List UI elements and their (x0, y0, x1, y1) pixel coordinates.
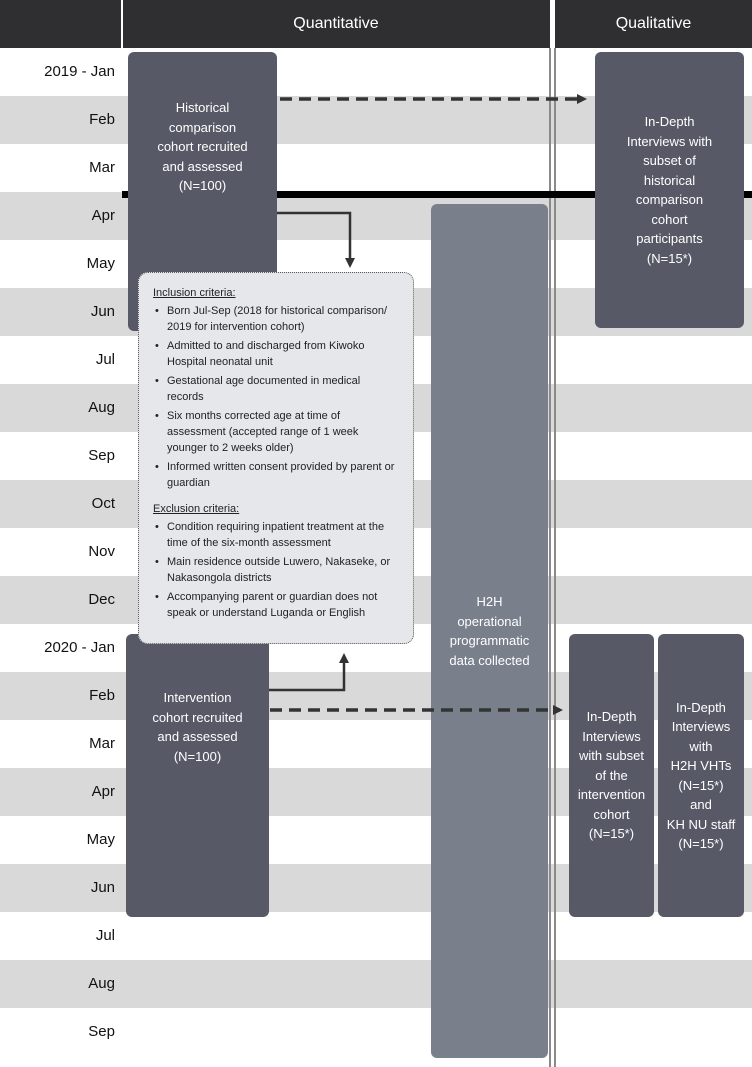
box-text-line: Interviews (582, 728, 641, 744)
header-separator-double (550, 0, 555, 48)
criteria-item: Informed written consent provided by par… (153, 459, 399, 491)
section-divider-right (554, 0, 556, 1067)
month-label: Dec (88, 591, 115, 608)
criteria-item: Gestational age documented in medical re… (153, 373, 399, 405)
month-label: Sep (88, 1023, 115, 1040)
quantitative-heading: Quantitative (293, 15, 379, 32)
box-text-line: historical (643, 172, 696, 188)
month-label: Jul (95, 351, 115, 368)
box-text-line: comparison (168, 119, 237, 135)
box-text-line: operational (457, 613, 522, 629)
criteria-item: Condition requiring inpatient treatment … (153, 519, 399, 551)
box-text-line: Interviews with (626, 133, 713, 149)
box-text-line: cohort recruited (157, 139, 248, 154)
box-text-line: cohort (651, 211, 688, 227)
box-text-line: In-Depth (586, 709, 637, 725)
box-text-line: and assessed (157, 729, 238, 744)
qualitative-heading: Qualitative (615, 15, 692, 32)
arrow-historical-to-criteria (277, 211, 355, 268)
box-text-line: H2H VHTs (670, 758, 732, 773)
month-row: Mar (0, 720, 752, 768)
month-row: Aug (0, 960, 752, 1008)
month-row: May (0, 240, 752, 288)
box-text-line: with (689, 738, 713, 754)
box-text-line: (N=15*) (678, 777, 724, 793)
box-text-line: and assessed (162, 158, 243, 174)
box-text-line: Intervention (163, 690, 232, 705)
exclusion-title: Exclusion criteria: (153, 503, 240, 515)
month-label: Jun (90, 879, 115, 896)
box-text-line: Interviews (671, 719, 731, 734)
month-row: Nov (0, 528, 752, 576)
month-label: 2020 - Jan (44, 639, 115, 656)
month-row: 2019 - Jan (0, 48, 752, 96)
criteria-item: Admitted to and discharged from Kiwoko H… (153, 338, 399, 370)
box-text-line: participants (636, 231, 703, 246)
month-label: Aug (88, 399, 115, 416)
month-label: May (86, 831, 115, 848)
box-text-line: In-Depth (644, 114, 695, 129)
month-label: Nov (88, 543, 115, 560)
month-label: Jul (95, 927, 115, 944)
month-label: Mar (89, 735, 115, 752)
section-divider-left (549, 0, 551, 1067)
box-text-line: (N=100) (173, 748, 222, 764)
exclusion-list: Condition requiring inpatient treatment … (153, 519, 399, 621)
box-text-line: (N=100) (178, 178, 227, 193)
box-text-line: (N=15*) (588, 826, 635, 842)
criteria-item: Main residence outside Luwero, Nakaseke,… (153, 554, 399, 586)
criteria-panel: Inclusion criteria: Born Jul-Sep (2018 f… (138, 272, 414, 644)
arrow-intervention-to-criteria (269, 653, 349, 692)
month-label: Jun (90, 303, 115, 320)
box-text-line: comparison (635, 192, 704, 207)
criteria-item: Accompanying parent or guardian does not… (153, 589, 399, 621)
month-label: 2019 - Jan (44, 63, 115, 80)
box-text-line: programmatic (449, 633, 530, 648)
intervention-cohort-box: Intervention cohort recruited and assessed… (126, 634, 269, 917)
box-text-line: KH NU staff (666, 816, 736, 832)
month-label: Mar (89, 159, 115, 176)
box-text-line: In-Depth (676, 699, 726, 715)
month-row: Sep (0, 432, 752, 480)
criteria-item: Six months corrected age at time of asse… (153, 408, 399, 456)
h2h-data-box: H2H operational programmatic data collected (431, 204, 548, 1058)
box-text-line: data collected (449, 652, 530, 668)
month-label: Sep (88, 447, 115, 464)
month-label: May (86, 255, 115, 272)
box-text-line: cohort recruited (152, 709, 243, 725)
month-label: Apr (91, 783, 115, 800)
inclusion-title: Inclusion criteria: (153, 287, 236, 299)
month-label: Apr (91, 207, 115, 224)
header-separator (121, 0, 123, 48)
box-text-line: and (690, 797, 712, 812)
phase-divider-line (122, 191, 752, 198)
header-bar: Quantitative Qualitative (0, 0, 752, 48)
month-label: Oct (91, 495, 115, 512)
month-row: 2020 - Jan (0, 624, 752, 672)
box-text-line: Historical (175, 100, 230, 115)
month-row: Jul (0, 336, 752, 384)
month-row: Jul (0, 912, 752, 960)
box-text-line: with subset (578, 748, 645, 764)
box-text-line: (N=15*) (646, 250, 693, 266)
month-label: Feb (89, 687, 115, 704)
month-label: Aug (88, 975, 115, 992)
box-text-line: subset of (643, 153, 696, 168)
month-row: Mar (0, 144, 752, 192)
box-text-line: H2H (476, 594, 503, 609)
box-text-line: (N=15*) (678, 836, 724, 851)
month-row: Sep (0, 1008, 752, 1056)
box-text-line: cohort (593, 806, 630, 822)
criteria-item: Born Jul-Sep (2018 for historical compar… (153, 303, 399, 335)
inclusion-list: Born Jul-Sep (2018 for historical compar… (153, 303, 399, 491)
box-text-line: intervention (577, 787, 646, 803)
month-label: Feb (89, 111, 115, 128)
box-text-line: of the (595, 767, 628, 783)
month-row: May (0, 816, 752, 864)
